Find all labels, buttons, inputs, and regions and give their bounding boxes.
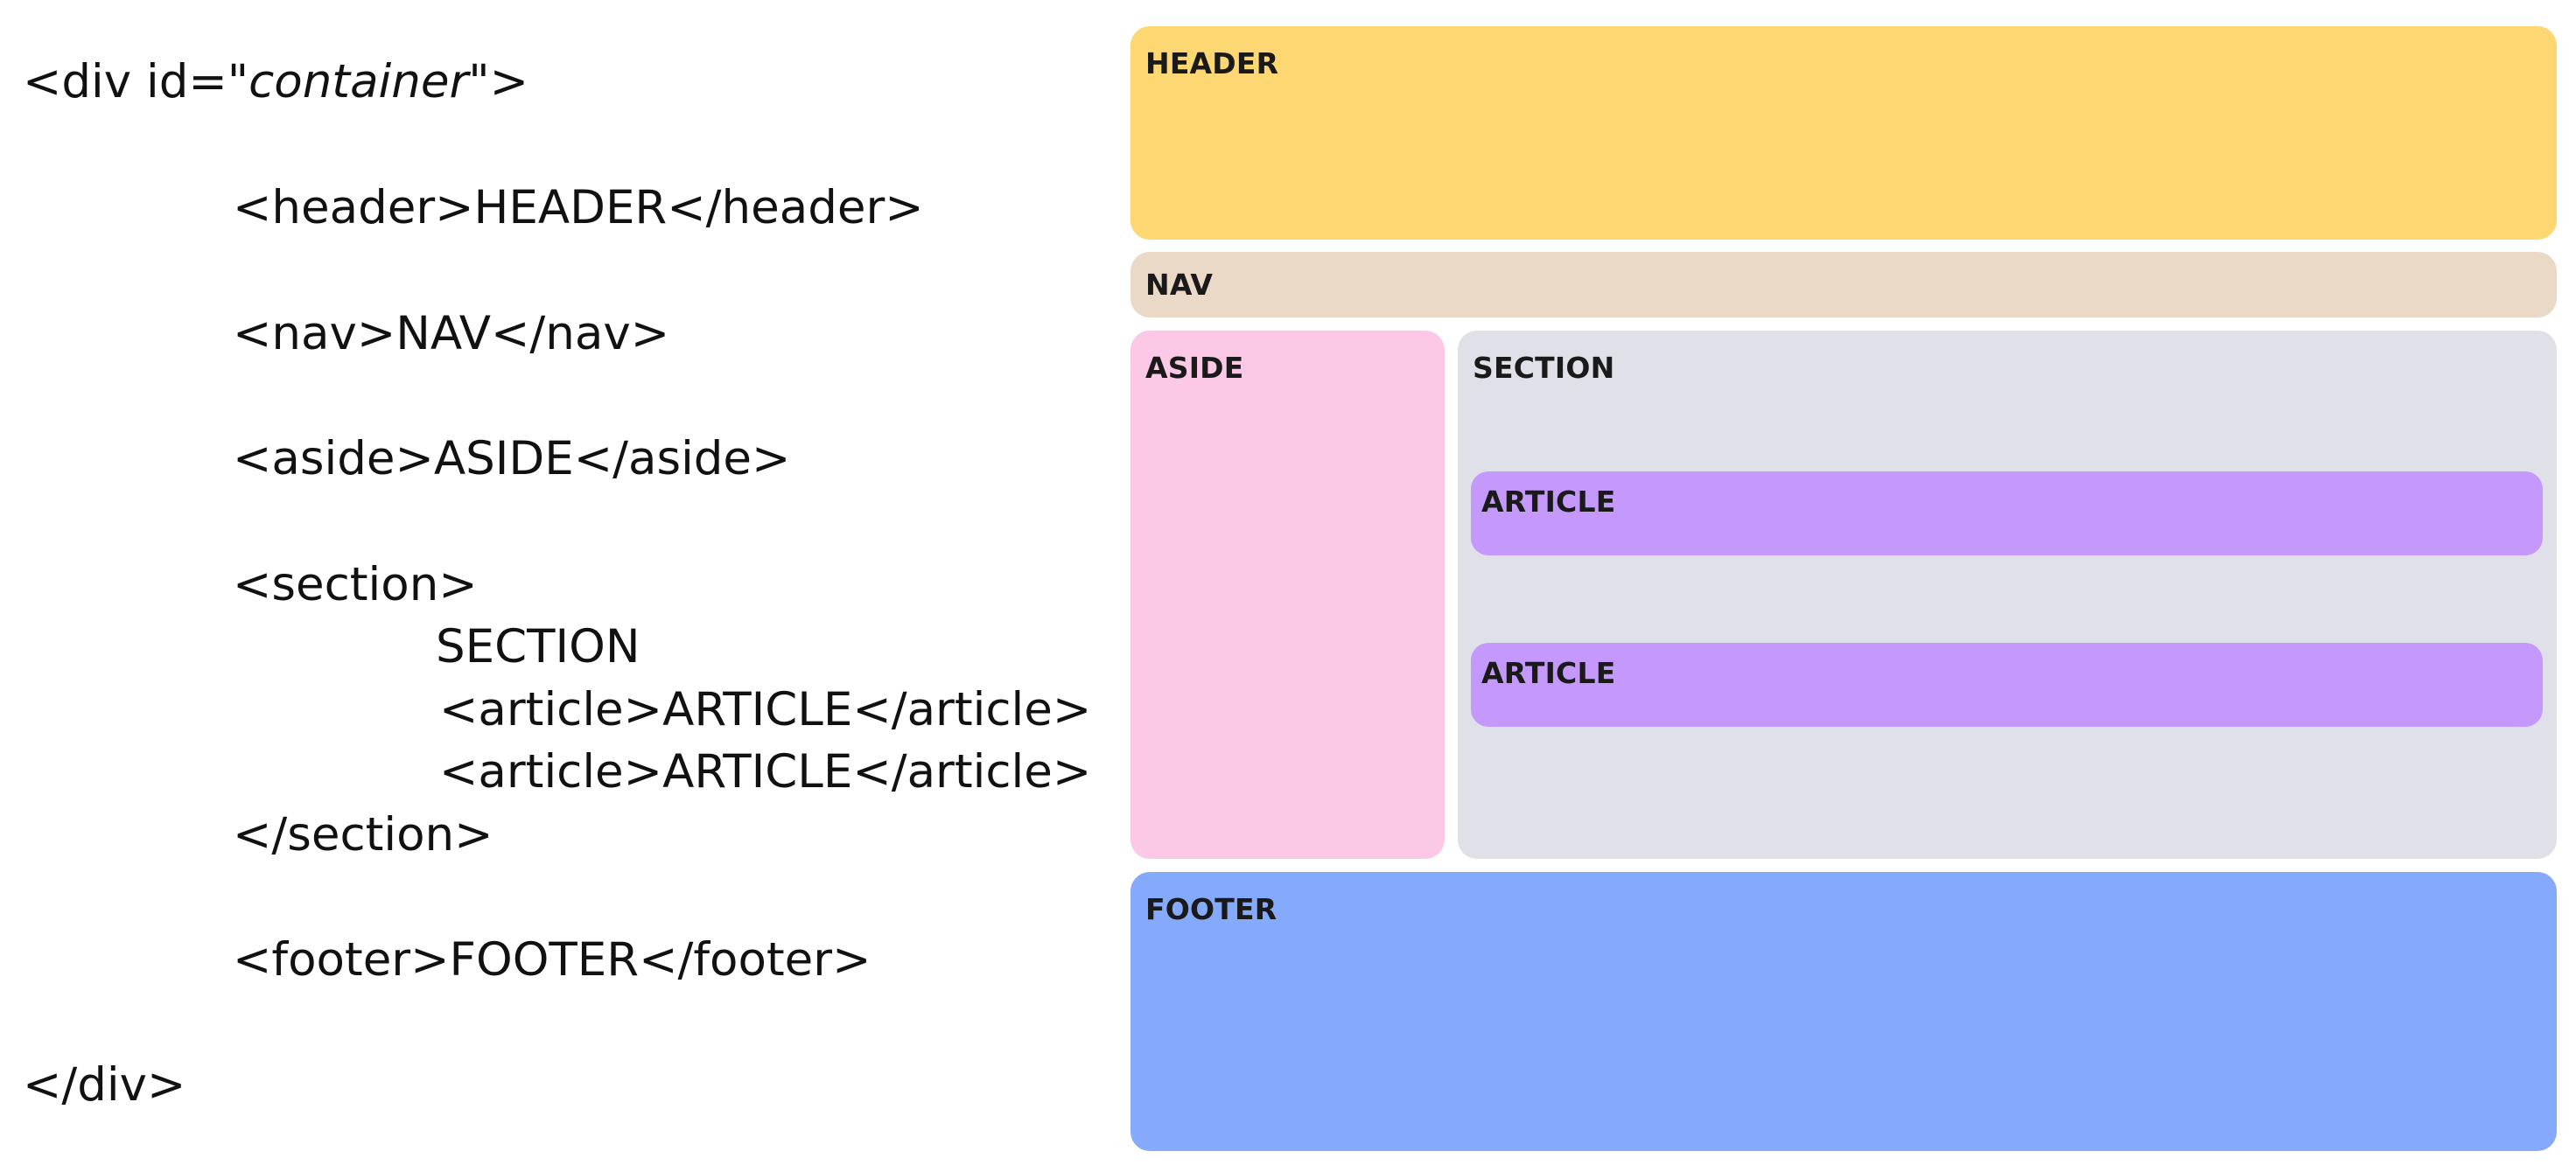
nav-box-label: NAV (1145, 268, 1214, 302)
section-box-label: SECTION (1473, 351, 1615, 385)
code-div-open-prefix: <div id= (23, 55, 228, 108)
code-div-open-suffix: > (489, 55, 529, 108)
footer-box-label: FOOTER (1145, 892, 1278, 926)
article-box-label: ARTICLE (1481, 656, 1616, 690)
code-line-article-1: <article>ARTICLE</article> (439, 683, 1092, 736)
section-box: SECTION ARTICLE ARTICLE (1458, 331, 2557, 859)
header-box: HEADER (1130, 26, 2557, 240)
nav-box: NAV (1130, 252, 2557, 317)
code-line-div-close: </div> (23, 1058, 186, 1112)
code-line-article-2: <article>ARTICLE</article> (439, 745, 1092, 799)
article-box-1: ARTICLE (1471, 471, 2543, 555)
code-line-div-open: <div id="container"> (23, 54, 528, 110)
article-box-label: ARTICLE (1481, 485, 1616, 519)
header-box-label: HEADER (1145, 46, 1279, 80)
aside-box: ASIDE (1130, 331, 1445, 859)
article-box-2: ARTICLE (1471, 643, 2543, 727)
layout-preview: HEADER NAV ASIDE SECTION ARTICLE ARTICLE… (1130, 26, 2557, 1151)
code-line-section-open: <section> (233, 558, 478, 611)
footer-box: FOOTER (1130, 872, 2557, 1151)
code-line-aside: <aside>ASIDE</aside> (233, 432, 791, 485)
code-listing: <div id="container"> <header>HEADER</hea… (0, 0, 1102, 1172)
code-line-section-text: SECTION (436, 620, 640, 673)
code-line-header: <header>HEADER</header> (233, 181, 924, 234)
code-line-nav: <nav>NAV</nav> (233, 307, 670, 360)
code-line-footer: <footer>FOOTER</footer> (233, 933, 872, 987)
aside-box-label: ASIDE (1145, 351, 1244, 385)
code-line-section-close: </section> (233, 808, 494, 862)
code-div-id-value: "container" (227, 55, 490, 108)
